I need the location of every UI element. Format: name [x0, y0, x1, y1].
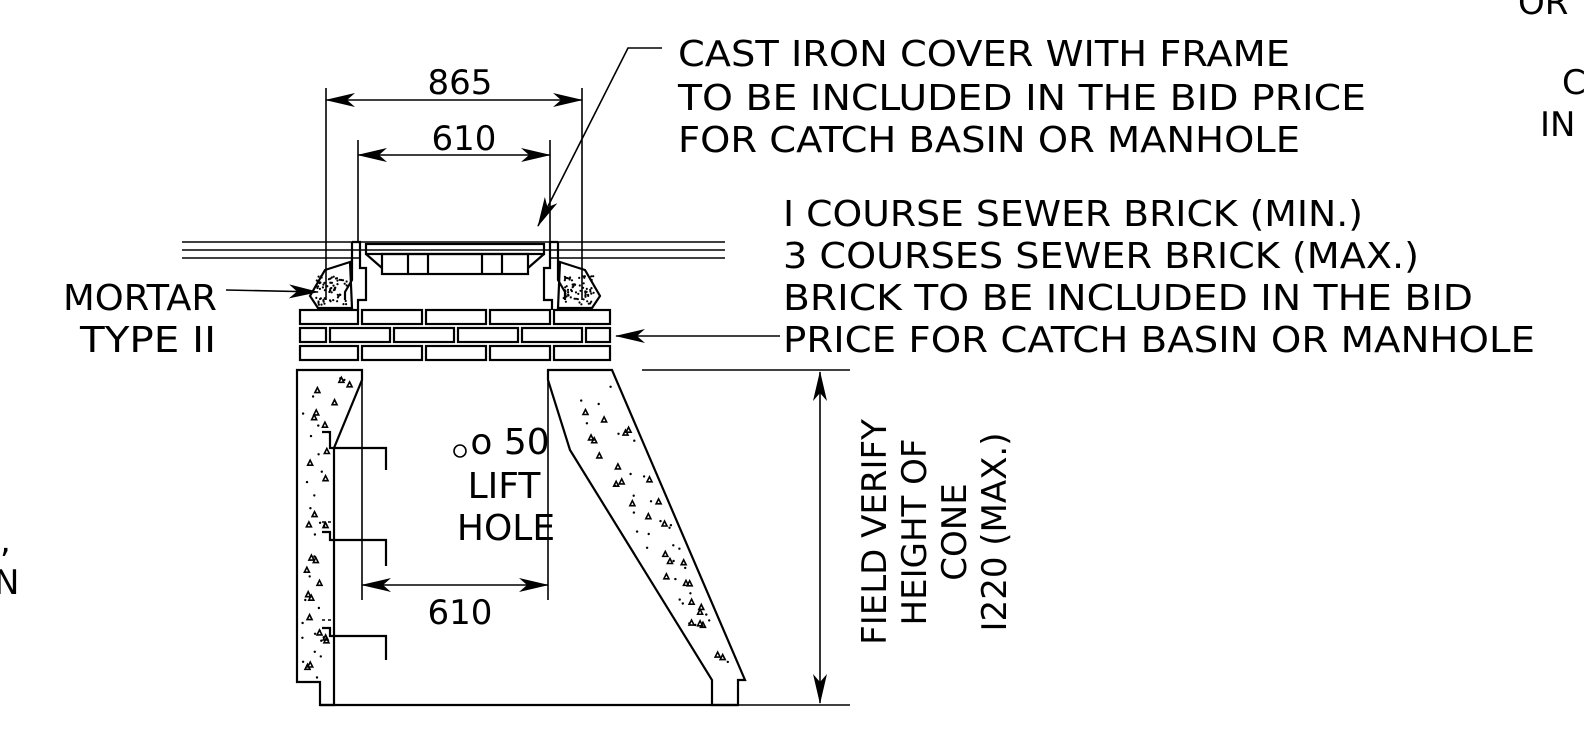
dim-865-label: 865 — [428, 63, 493, 103]
cover-note: CAST IRON COVER WITH FRAME TO BE INCLUDE… — [677, 34, 1366, 161]
dimension-cone-height — [642, 369, 850, 706]
dimension-865 — [325, 88, 583, 300]
brick — [488, 308, 552, 326]
brick — [298, 308, 360, 326]
svg-text:N: N — [0, 563, 19, 603]
cast-iron-frame — [343, 240, 567, 310]
svg-text:LIFT: LIFT — [468, 466, 542, 507]
svg-text:TO BE INCLUDED IN THE BID PRIC: TO BE INCLUDED IN THE BID PRICE — [677, 78, 1366, 119]
leader-mortar — [225, 284, 319, 299]
lift-hole-note: o 50 LIFT HOLE — [457, 422, 555, 549]
pavement-lines — [182, 241, 725, 259]
brick — [424, 308, 488, 326]
svg-text:HOLE: HOLE — [457, 508, 555, 549]
svg-text:C: C — [1562, 63, 1586, 103]
cast-iron-cover — [364, 242, 546, 276]
svg-text:CAST IRON COVER WITH FRAME: CAST IRON COVER WITH FRAME — [678, 34, 1290, 75]
svg-text:3 COURSES SEWER BRICK (MAX.): 3 COURSES SEWER BRICK (MAX.) — [783, 236, 1419, 277]
sewer-brick-courses — [298, 308, 612, 362]
mortar-fillet-right — [556, 260, 602, 310]
brick — [360, 308, 424, 326]
dim-610-bottom-label: 610 — [428, 593, 493, 633]
brick — [552, 344, 612, 362]
svg-text:HEIGHT OF: HEIGHT OF — [895, 439, 935, 626]
cone-right-wall — [546, 368, 747, 707]
brick-note: I COURSE SEWER BRICK (MIN.) 3 COURSES SE… — [783, 194, 1535, 361]
mortar-fillet-left — [308, 260, 354, 310]
mortar-note: MORTAR TYPE II — [63, 278, 217, 361]
cut-off-text-right: OR C IN — [1518, 0, 1586, 145]
svg-text:OR: OR — [1518, 0, 1568, 23]
svg-text:MORTAR: MORTAR — [63, 278, 217, 319]
brick — [424, 344, 488, 362]
brick — [488, 344, 552, 362]
brick — [584, 326, 612, 344]
svg-text:I COURSE SEWER BRICK (MIN.): I COURSE SEWER BRICK (MIN.) — [783, 194, 1363, 235]
svg-text:CONE: CONE — [935, 483, 975, 580]
svg-text:,: , — [0, 521, 11, 561]
cone-height-note: FIELD VERIFY HEIGHT OF CONE I220 (MAX.) — [855, 419, 1015, 645]
svg-text:PRICE FOR CATCH BASIN OR MANHO: PRICE FOR CATCH BASIN OR MANHOLE — [783, 320, 1535, 361]
leader-cover — [537, 47, 662, 227]
svg-text:FIELD VERIFY: FIELD VERIFY — [855, 419, 895, 645]
brick — [456, 326, 520, 344]
svg-text:I220 (MAX.): I220 (MAX.) — [975, 433, 1015, 632]
brick — [298, 344, 360, 362]
svg-text:o 50: o 50 — [470, 422, 549, 463]
svg-text:TYPE II: TYPE II — [79, 320, 216, 361]
brick — [392, 326, 456, 344]
brick — [552, 308, 612, 326]
brick — [520, 326, 584, 344]
manhole-steps — [322, 430, 388, 660]
lift-hole-symbol — [453, 444, 467, 458]
dim-610-top-label: 610 — [432, 119, 497, 159]
cut-off-text-left: , N — [0, 521, 19, 603]
brick — [328, 326, 392, 344]
svg-text:IN: IN — [1540, 105, 1575, 145]
brick — [360, 344, 424, 362]
svg-text:FOR CATCH BASIN OR MANHOLE: FOR CATCH BASIN OR MANHOLE — [678, 120, 1300, 161]
svg-text:BRICK TO BE INCLUDED IN THE BI: BRICK TO BE INCLUDED IN THE BID — [783, 278, 1473, 319]
brick — [298, 326, 328, 344]
